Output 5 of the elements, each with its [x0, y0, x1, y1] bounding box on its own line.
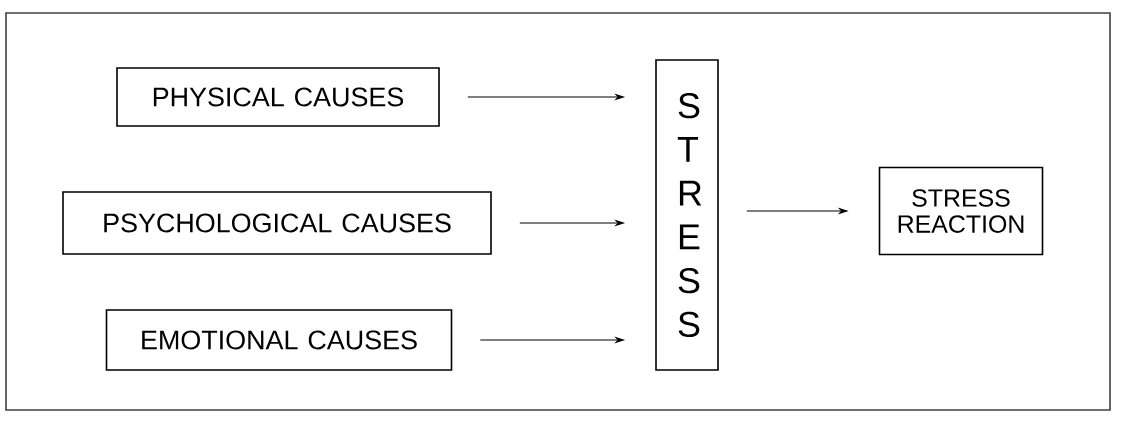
process-box: EMOTIONAL CAUSES: [105, 309, 453, 371]
process-box: PHYSICAL CAUSES: [116, 67, 440, 127]
process-box: PSYCHOLOGICAL CAUSES: [62, 191, 492, 255]
stress-box: S T R E S S: [655, 59, 719, 371]
process-box: STRESS REACTION: [878, 166, 1044, 256]
